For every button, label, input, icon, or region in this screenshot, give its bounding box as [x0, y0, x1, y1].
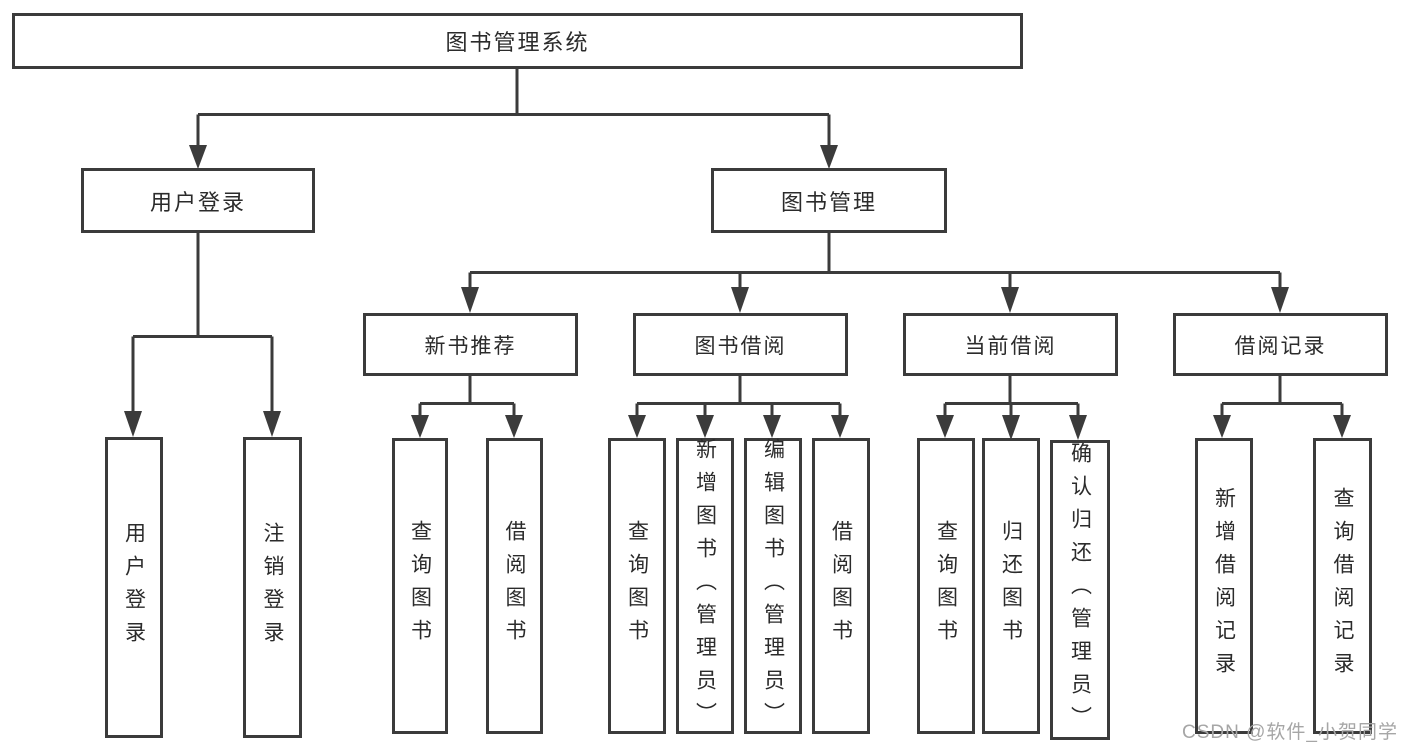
arrowhead — [696, 415, 714, 438]
connector-root-branch — [196, 68, 831, 147]
leaf-newbook-borrow-books: 借阅图书 — [486, 438, 543, 734]
leaf-edit-book-admin: 编辑图书（管理员） — [744, 437, 802, 735]
arrowhead — [936, 415, 954, 438]
connector-records-branch — [1220, 375, 1344, 417]
arrowhead — [1069, 415, 1087, 440]
leaf-add-borrow-record: 新增借阅记录 — [1195, 438, 1253, 734]
leaf-borrow-books: 借阅图书 — [812, 438, 870, 734]
arrowhead — [505, 415, 523, 438]
leaf-query-borrow-record-label: 查询借阅记录 — [1331, 487, 1354, 685]
connector-current-branch — [943, 375, 1080, 417]
node-new-book-recommend: 新书推荐 — [363, 313, 578, 376]
node-book-borrow: 图书借阅 — [633, 313, 848, 376]
arrowhead — [461, 287, 479, 313]
arrowhead — [831, 415, 849, 438]
leaf-user-login-label: 用户登录 — [122, 521, 146, 654]
connector-newbook-branch — [418, 375, 516, 417]
arrowhead — [628, 415, 646, 438]
leaf-borrow-query-books: 查询图书 — [608, 438, 666, 734]
leaf-add-borrow-record-label: 新增借阅记录 — [1212, 487, 1236, 685]
node-current-borrow-label: 当前借阅 — [964, 334, 1057, 358]
node-borrow-records-label: 借阅记录 — [1234, 334, 1327, 358]
arrowhead — [820, 145, 838, 169]
leaf-newbook-query-books-label: 查询图书 — [408, 520, 432, 652]
node-book-borrow-label: 图书借阅 — [694, 334, 787, 358]
arrowhead — [124, 411, 142, 437]
connector-borrow-branch — [635, 375, 842, 417]
leaf-borrow-books-label: 借阅图书 — [829, 520, 853, 652]
leaf-borrow-query-books-label: 查询图书 — [625, 520, 649, 652]
arrowhead — [263, 411, 281, 437]
connector-user-login-branch — [131, 233, 274, 413]
leaf-add-book-admin: 新增图书（管理员） — [676, 437, 734, 735]
leaf-newbook-borrow-books-label: 借阅图书 — [503, 520, 526, 652]
node-book-management: 图书管理 — [711, 168, 947, 233]
node-new-book-recommend-label: 新书推荐 — [424, 334, 517, 358]
leaf-newbook-query-books: 查询图书 — [392, 438, 448, 734]
node-user-login-label: 用户登录 — [149, 189, 246, 215]
leaf-current-query-books-label: 查询图书 — [934, 520, 958, 652]
leaf-logout-label: 注销登录 — [261, 521, 284, 654]
leaf-logout: 注销登录 — [243, 437, 302, 738]
leaf-current-query-books: 查询图书 — [917, 438, 975, 734]
leaf-return-books: 归还图书 — [982, 438, 1040, 734]
node-borrow-records: 借阅记录 — [1173, 313, 1388, 376]
watermark: CSDN @软件_小贺同学 — [1182, 722, 1398, 743]
arrowhead — [1213, 415, 1231, 438]
arrowhead — [1271, 287, 1289, 313]
leaf-confirm-return-admin: 确认归还（管理员） — [1050, 440, 1110, 740]
node-current-borrow: 当前借阅 — [903, 313, 1118, 376]
leaf-query-borrow-record: 查询借阅记录 — [1313, 438, 1372, 734]
node-root: 图书管理系统 — [12, 13, 1023, 69]
leaf-user-login: 用户登录 — [105, 437, 163, 738]
arrowhead — [189, 145, 207, 169]
arrowhead — [763, 415, 781, 438]
leaf-confirm-return-admin-label: 确认归还（管理员） — [1068, 441, 1092, 739]
connector-book-mgmt-branch — [468, 233, 1282, 289]
arrowhead — [411, 415, 429, 438]
node-root-label: 图书管理系统 — [445, 30, 590, 55]
leaf-return-books-label: 归还图书 — [999, 520, 1023, 652]
leaf-add-book-admin-label: 新增图书（管理员） — [693, 437, 717, 735]
node-book-management-label: 图书管理 — [780, 189, 877, 215]
arrowhead — [1333, 415, 1351, 438]
leaf-edit-book-admin-label: 编辑图书（管理员） — [761, 437, 785, 735]
arrowhead — [731, 287, 749, 313]
arrowhead — [1002, 415, 1020, 440]
arrowhead — [1001, 287, 1019, 313]
node-user-login: 用户登录 — [81, 168, 315, 233]
